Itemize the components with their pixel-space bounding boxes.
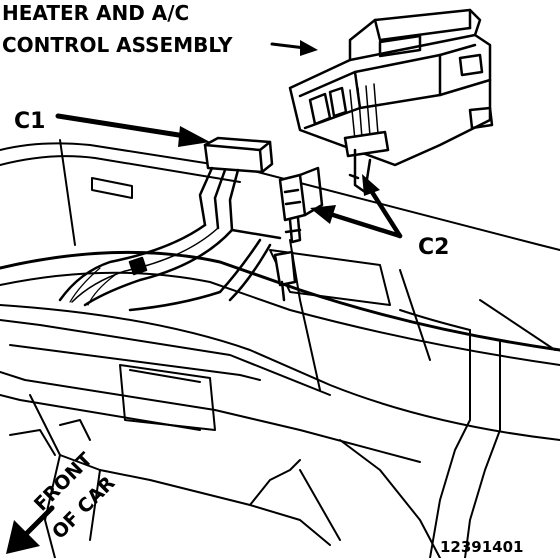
dashboard-structure: [0, 139, 560, 558]
wire-harness: [58, 223, 297, 312]
title-line-2: CONTROL ASSEMBLY: [2, 33, 233, 57]
c1-label: C1: [14, 109, 45, 134]
control-assembly: [288, 8, 494, 194]
leader-arrows: [6, 40, 403, 554]
c1-connector: [198, 136, 274, 232]
part-number: 12391401: [440, 538, 524, 556]
title-line-1: HEATER AND A/C: [2, 1, 189, 25]
c2-label: C2: [418, 235, 449, 260]
c2-connector: [278, 166, 324, 244]
